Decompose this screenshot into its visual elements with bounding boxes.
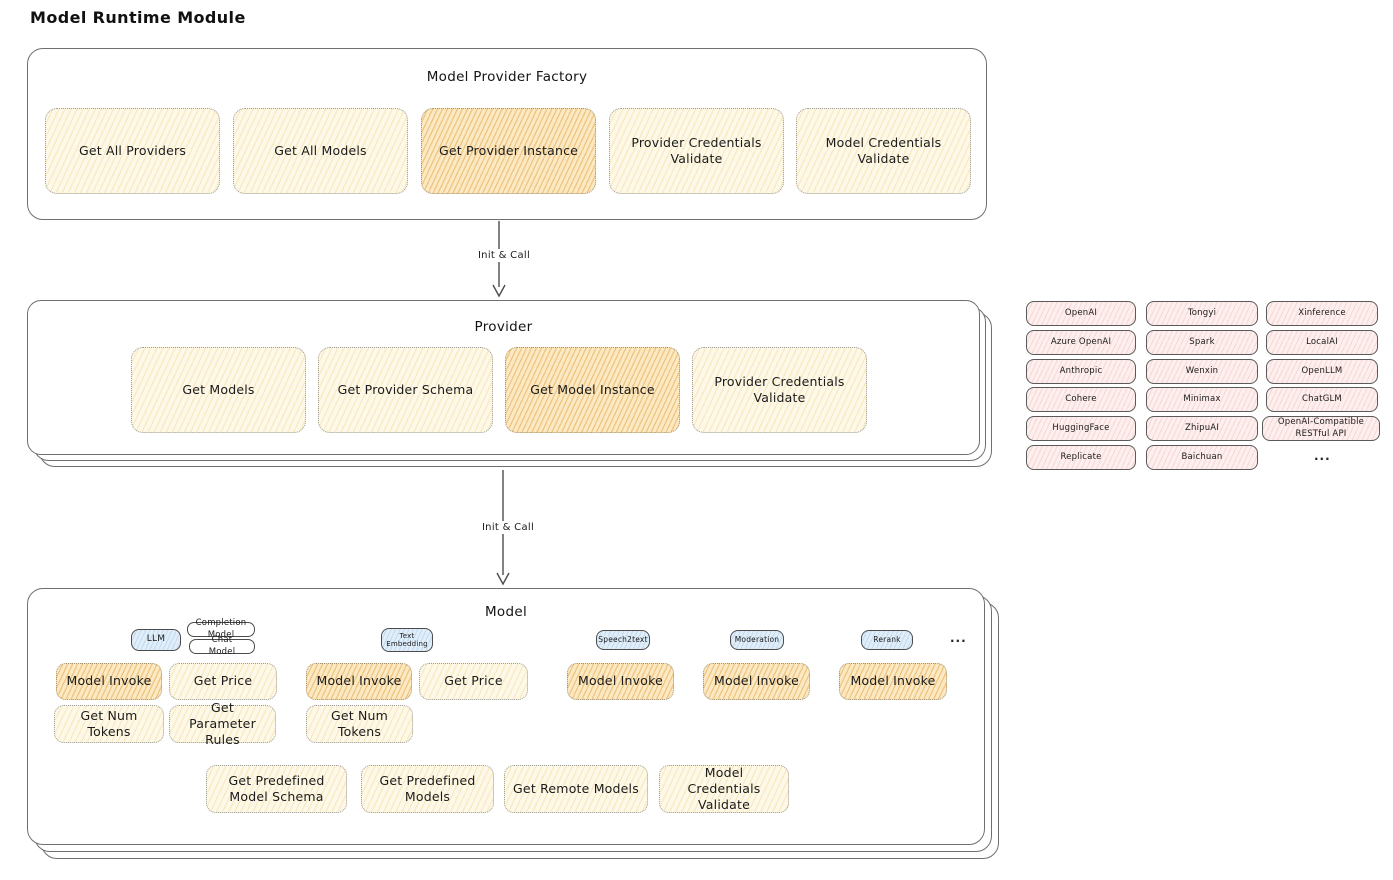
provider-baichuan: Baichuan (1146, 445, 1258, 470)
tab-completion-model: Completion Model (187, 618, 255, 640)
provider-huggingface: HuggingFace (1026, 416, 1136, 441)
node-get-models: Get Models (131, 347, 306, 433)
provider-localai: LocalAI (1266, 330, 1378, 355)
providers-grid: OpenAI Azure OpenAI Anthropic Cohere Hug… (1026, 301, 1384, 471)
node-moderation-model-invoke: Model Invoke (703, 663, 810, 700)
node-get-predefined-models: Get Predefined Models (361, 765, 494, 813)
provider-minimax: Minimax (1146, 387, 1258, 412)
provider-spark: Spark (1146, 330, 1258, 355)
provider-openai-compatible: OpenAI-Compatible RESTful API (1262, 416, 1380, 441)
tab-rerank: Rerank (861, 630, 913, 650)
provider-xinference: Xinference (1266, 301, 1378, 326)
node-get-provider-schema: Get Provider Schema (318, 347, 493, 433)
provider-replicate: Replicate (1026, 445, 1136, 470)
node-provider-credentials-validate-2: Provider Credentials Validate (692, 347, 867, 433)
node-get-provider-instance: Get Provider Instance (421, 108, 596, 194)
node-llm-model-invoke: Model Invoke (56, 663, 162, 700)
factory-panel: Model Provider Factory Get All Providers… (27, 48, 987, 220)
model-title: Model (484, 604, 528, 620)
node-get-all-providers: Get All Providers (45, 108, 220, 194)
node-rerank-model-invoke: Model Invoke (839, 663, 947, 700)
node-llm-get-num-tokens: Get Num Tokens (54, 705, 164, 743)
node-llm-get-parameter-rules: Get Parameter Rules (169, 700, 276, 747)
tab-moderation: Moderation (730, 630, 784, 650)
provider-openai: OpenAI (1026, 301, 1136, 326)
tabs-more-ellipsis: ... (950, 631, 967, 645)
tab-chat-model: Chat Model (189, 635, 255, 657)
provider-tongyi: Tongyi (1146, 301, 1258, 326)
tab-speech2text: Speech2text (596, 630, 650, 650)
node-provider-credentials-validate: Provider Credentials Validate (609, 108, 784, 194)
node-te-get-price: Get Price (419, 663, 528, 700)
node-get-all-models: Get All Models (233, 108, 408, 194)
model-panel: Model LLM Completion Model Chat Model Te… (27, 588, 985, 845)
node-get-model-instance: Get Model Instance (505, 347, 680, 433)
provider-wenxin: Wenxin (1146, 359, 1258, 384)
tab-text-embedding: Text Embedding (381, 628, 433, 652)
provider-zhipuai: ZhipuAI (1146, 416, 1258, 441)
provider-azure-openai: Azure OpenAI (1026, 330, 1136, 355)
tab-llm: LLM (131, 629, 181, 651)
arrow1-label: Init & Call (471, 249, 537, 262)
node-te-model-invoke: Model Invoke (306, 663, 412, 700)
provider-anthropic: Anthropic (1026, 359, 1136, 384)
arrow2-label: Init & Call (475, 521, 541, 534)
node-get-remote-models: Get Remote Models (504, 765, 648, 813)
page-title: Model Runtime Module (30, 8, 246, 27)
node-llm-get-price: Get Price (169, 663, 277, 700)
node-model-credentials-validate: Model Credentials Validate (796, 108, 971, 194)
provider-panel: Provider Get Models Get Provider Schema … (27, 300, 980, 455)
node-s2t-model-invoke: Model Invoke (567, 663, 674, 700)
node-model-credentials-validate-2: Model Credentials Validate (659, 765, 789, 813)
provider-title: Provider (474, 319, 533, 335)
providers-more-ellipsis: ... (1314, 449, 1331, 463)
factory-title: Model Provider Factory (426, 69, 588, 85)
node-te-get-num-tokens: Get Num Tokens (306, 705, 413, 743)
node-get-predefined-model-schema: Get Predefined Model Schema (206, 765, 347, 813)
provider-cohere: Cohere (1026, 387, 1136, 412)
provider-openllm: OpenLLM (1266, 359, 1378, 384)
provider-chatglm: ChatGLM (1266, 387, 1378, 412)
